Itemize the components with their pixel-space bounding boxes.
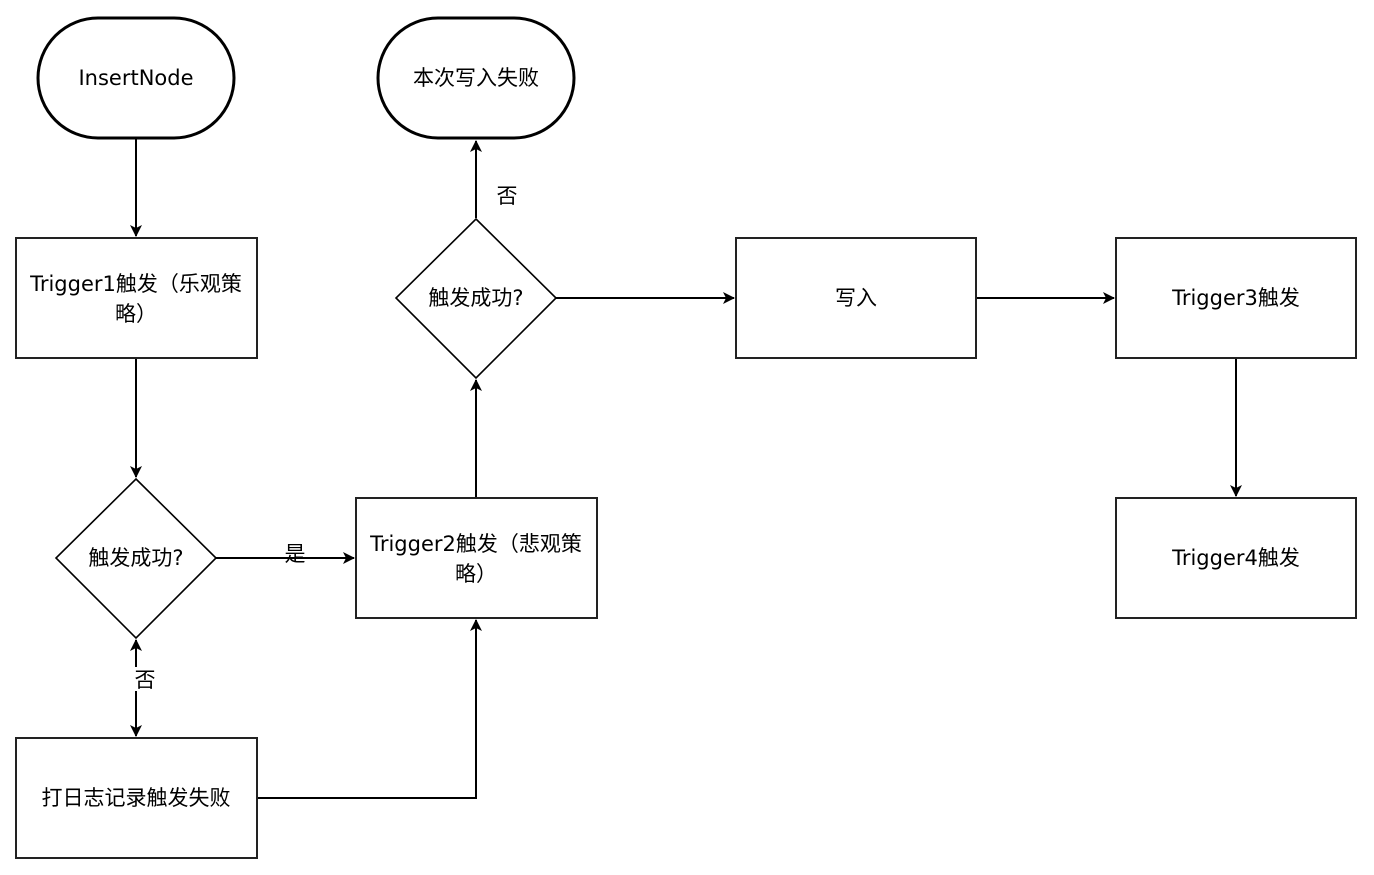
node-write[interactable]: 写入 [735, 237, 977, 359]
node-label: 本次写入失败 [413, 66, 539, 90]
node-trigger3[interactable]: Trigger3触发 [1115, 237, 1357, 359]
node-insertnode[interactable]: InsertNode [36, 16, 236, 140]
node-label: 打日志记录触发失败 [42, 786, 231, 810]
edges [130, 139, 1242, 799]
node-label: 触发成功? [88, 546, 183, 570]
node-label: Trigger4触发 [1171, 546, 1300, 570]
terminal-shape [376, 16, 576, 140]
node-trigger4[interactable]: Trigger4触发 [1115, 497, 1357, 619]
node-label-line1: Trigger2触发（悲观策 [369, 532, 582, 556]
process-shape [15, 237, 258, 359]
terminal-shape [36, 16, 236, 140]
node-write-failed[interactable]: 本次写入失败 [376, 16, 576, 140]
process-shape [1115, 497, 1357, 619]
node-label-line2: 略） [455, 562, 497, 586]
edge-label-yes: 是 [285, 542, 306, 566]
edge-log-failure-to-trigger2 [257, 619, 482, 799]
node-decision1[interactable]: 触发成功? [54, 477, 218, 640]
process-shape [735, 237, 977, 359]
edge-label-no-decision2: 否 [497, 184, 518, 208]
decision-shape [54, 477, 218, 640]
edge-label-background [133, 667, 157, 691]
node-decision2[interactable]: 触发成功? [394, 217, 558, 380]
node-log-failure[interactable]: 打日志记录触发失败 [15, 737, 258, 859]
edge-label-no-decision1: 否 [135, 668, 156, 692]
decision-shape [394, 217, 558, 380]
node-label-line2: 略） [115, 302, 157, 326]
node-label-line1: Trigger1触发（乐观策 [29, 272, 242, 296]
node-label: 触发成功? [428, 286, 523, 310]
node-label: InsertNode [78, 66, 193, 90]
node-label: Trigger3触发 [1171, 286, 1300, 310]
node-label: 写入 [835, 286, 877, 310]
node-trigger1[interactable]: Trigger1触发（乐观策 略） [15, 237, 258, 359]
process-shape [355, 497, 598, 619]
process-shape [15, 737, 258, 859]
process-shape [1115, 237, 1357, 359]
node-trigger2[interactable]: Trigger2触发（悲观策 略） [355, 497, 598, 619]
